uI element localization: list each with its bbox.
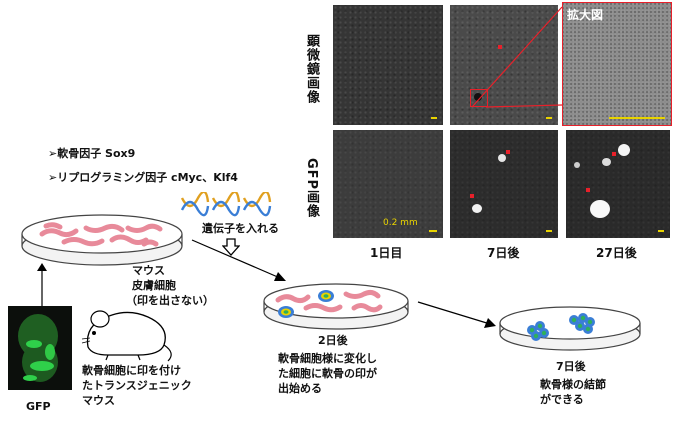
day7-title: 7日後 — [556, 360, 586, 374]
gfp-row-label: GFP画像 — [302, 158, 321, 218]
gfp-signal — [618, 144, 630, 156]
scale-label: 0.2 mm — [383, 218, 418, 228]
gfp-signal — [574, 162, 580, 168]
cartilage-like-cell — [278, 306, 294, 318]
cartilage-like-cell — [318, 290, 334, 302]
gfp-signal — [498, 154, 506, 162]
transgenic-label-line1: 軟骨細胞に印を付け — [82, 364, 181, 378]
gene-insert-label: 遺伝子を入れる — [202, 222, 279, 236]
transgenic-label-line3: マウス — [82, 394, 115, 408]
day-label-7: 7日後 — [487, 246, 519, 260]
arrow-to-day7 — [416, 300, 498, 330]
zoom-connector — [470, 5, 566, 109]
scale-bar — [431, 117, 437, 119]
zoom-image: 拡大図 — [562, 2, 672, 126]
skin-cells-label: 皮膚細胞 — [132, 279, 176, 293]
gfp-image-day27 — [566, 130, 670, 238]
gfp-caption: GFP — [26, 400, 51, 414]
red-marker — [506, 150, 510, 154]
scale-bar — [658, 230, 664, 232]
phase-contrast-row-label: 顕微鏡画像 — [302, 34, 321, 104]
red-marker — [470, 194, 474, 198]
day7-desc-line2: ができる — [540, 393, 584, 407]
gfp-image-day7 — [450, 130, 558, 238]
gfp-embryo-graphic — [8, 306, 72, 390]
scale-bar — [546, 117, 552, 119]
scale-bar — [546, 230, 552, 232]
dna-helix-icon — [213, 192, 239, 215]
day-label-27: 27日後 — [596, 246, 637, 260]
red-marker — [612, 152, 616, 156]
scale-bar — [609, 117, 665, 119]
petri-dish-day2 — [258, 276, 414, 334]
transgenic-label-line2: たトランスジェニック — [82, 379, 192, 393]
gfp-embryo-image — [8, 306, 72, 390]
petri-dish-skin-cells — [16, 206, 188, 270]
day7-desc-line1: 軟骨様の結節 — [540, 378, 606, 392]
phase-image-day1 — [333, 5, 443, 125]
mouse-label: マウス — [132, 264, 165, 278]
day2-desc-line3: 出始める — [278, 382, 322, 396]
gfp-image-day1: 0.2 mm — [333, 130, 443, 238]
scale-bar — [429, 230, 437, 232]
gfp-signal — [472, 204, 482, 213]
day2-desc-line2: た細胞に軟骨の印が — [278, 367, 377, 381]
gfp-signal — [602, 158, 611, 166]
day2-title: 2日後 — [318, 334, 348, 348]
day-label-1: 1日目 — [370, 246, 402, 260]
gfp-signal — [590, 200, 610, 218]
cartilage-factor-label: ➢軟骨因子 Sox9 — [48, 147, 135, 161]
mouse-illustration — [78, 305, 178, 363]
petri-dish-day7 — [494, 300, 646, 354]
day2-desc-line1: 軟骨細胞様に変化し — [278, 352, 377, 366]
embryo-to-dish-arrow — [36, 262, 48, 308]
dna-helix-icon — [244, 192, 270, 215]
red-marker — [586, 188, 590, 192]
dna-icons — [180, 192, 272, 220]
zoom-label: 拡大図 — [567, 6, 603, 23]
reprogramming-factors-label: ➢リプログラミング因子 cMyc、Klf4 — [48, 171, 238, 185]
